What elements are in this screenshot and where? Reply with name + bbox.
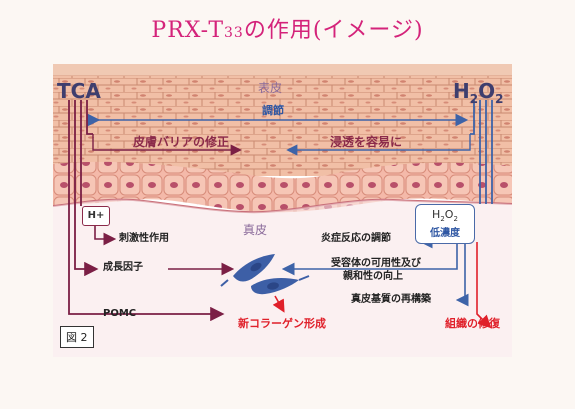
tca-line-1: [68, 100, 225, 322]
receptor-label-1: 受容体の可用性及び: [331, 258, 421, 269]
mechanism-diagram: TCA H2O2 表皮 調節 皮膚バリアの修正 浸透を容易に H+ H2O2 低…: [53, 64, 512, 357]
h2o2-label: H2O2: [453, 79, 504, 106]
regulation-label: 調節: [262, 104, 284, 117]
barrier-repair-label: 皮膚バリアの修正: [133, 135, 230, 149]
h2o2-to-receptor: [281, 242, 458, 276]
h2o2-to-repair: [476, 242, 492, 329]
figure-tag: 図 2: [60, 326, 94, 348]
penetration-arrow: [286, 134, 471, 156]
receptor-label-2: 親和性の向上: [343, 271, 403, 282]
tca-line-4: [86, 100, 93, 135]
stratum-corneum: [53, 64, 512, 76]
tissue-repair-label: 組織の修復: [445, 317, 500, 330]
dermis-label: 真皮: [243, 223, 268, 237]
barrier-repair-arrow: [92, 134, 242, 156]
page-title: PRX-T33の作用(イメージ): [151, 18, 424, 43]
pomc-label: POMC: [103, 308, 137, 319]
epidermis-label: 表皮: [258, 81, 283, 95]
tca-label: TCA: [57, 79, 101, 103]
h2o2-line-1: [470, 100, 475, 135]
h2o2-to-matrix: [455, 242, 469, 307]
stimulation-label: 刺激性作用: [119, 233, 169, 244]
penetration-label: 浸透を容易に: [330, 135, 403, 149]
collagen-arrow: [272, 295, 285, 313]
dermal-matrix-label: 真皮基質の再構築: [351, 294, 431, 305]
growth-factor-label: 成長因子: [103, 262, 143, 273]
new-collagen-label: 新コラーゲン形成: [238, 317, 326, 330]
inflammation-regulation-label: 炎症反応の調節: [321, 233, 391, 244]
h-plus-box: H+: [82, 206, 110, 226]
tca-to-stim: [94, 224, 117, 246]
low-concentration-h2o2-box: H2O2 低濃度: [415, 204, 475, 244]
fibroblast-cells: [220, 254, 310, 295]
tca-line-2: [74, 100, 99, 277]
epidermis-layer: [53, 76, 512, 176]
basal-layer: [53, 161, 512, 213]
